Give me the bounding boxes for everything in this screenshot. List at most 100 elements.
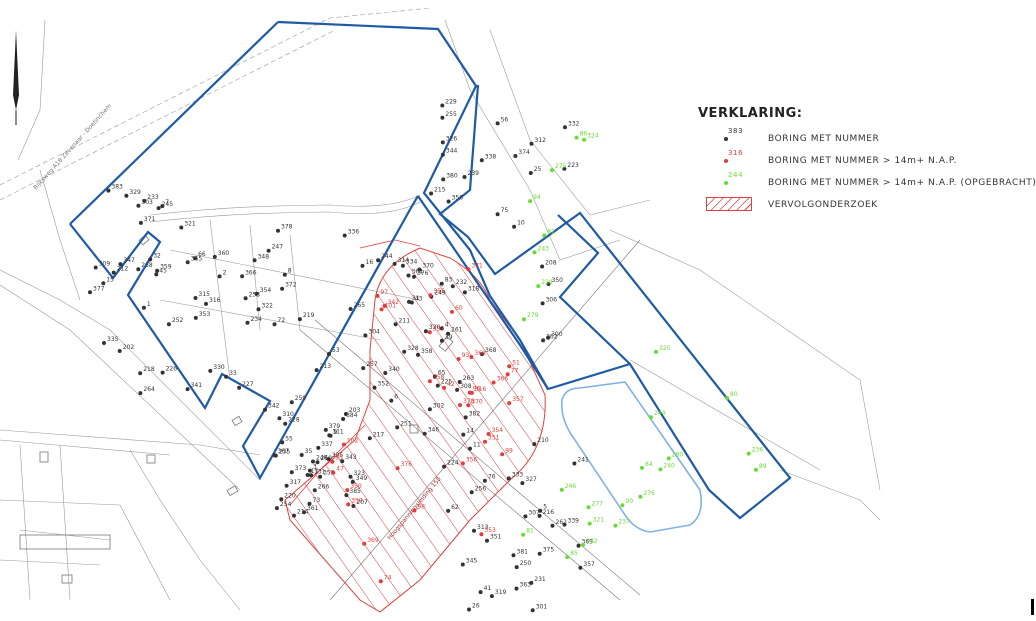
borehole-number: 42 xyxy=(447,381,455,388)
borehole-point xyxy=(532,442,537,447)
borehole-point xyxy=(500,452,505,457)
borehole-point xyxy=(383,371,388,375)
borehole-point xyxy=(185,260,190,265)
borehole-number: 73 xyxy=(313,497,321,504)
borehole-point xyxy=(124,193,129,198)
borehole-number: 89 xyxy=(759,463,767,470)
borehole-number: 313 xyxy=(477,524,489,531)
borehole-number: 215 xyxy=(434,187,446,194)
borehole-number: 84 xyxy=(645,461,653,468)
borehole-point xyxy=(341,442,346,447)
borehole-number: 362 xyxy=(546,333,558,340)
borehole-point xyxy=(204,301,208,306)
borehole-number: 314 xyxy=(398,257,410,264)
borehole-point xyxy=(327,433,332,438)
borehole-number: 250 xyxy=(520,560,532,567)
boundary-west xyxy=(277,20,792,520)
borehole-number: 90 xyxy=(625,498,633,505)
borehole-number: 260 xyxy=(321,455,333,462)
borehole-point xyxy=(427,379,432,384)
borehole-point xyxy=(284,483,289,488)
borehole-number: 280 xyxy=(672,451,684,458)
legend-label: BORING MET NUMMER > 14m+ N.A.P. xyxy=(768,156,957,166)
borehole-point xyxy=(469,490,474,495)
borehole-point xyxy=(485,538,489,543)
borehole-number: 302 xyxy=(433,402,445,409)
borehole-number: 356 xyxy=(452,195,464,202)
borehole-number: 26 xyxy=(472,603,480,610)
borehole-point xyxy=(472,528,476,533)
borehole-number: 239 xyxy=(468,170,480,177)
borehole-point xyxy=(546,282,551,286)
borehole-point xyxy=(540,264,545,269)
boundary-main xyxy=(69,195,419,481)
borehole-number: 355 xyxy=(323,470,335,477)
borehole-point xyxy=(379,307,384,312)
borehole-number: 320 xyxy=(429,324,441,331)
borehole-number: 262 xyxy=(556,519,568,526)
borehole-point xyxy=(482,478,487,483)
borehole-number: 77 xyxy=(511,367,519,374)
borehole-number: 333 xyxy=(512,471,524,478)
borehole-point xyxy=(350,479,355,484)
borehole-point xyxy=(185,387,190,392)
borehole-point xyxy=(581,542,585,547)
borehole-number: 82 xyxy=(547,228,555,235)
borehole-point xyxy=(272,322,277,327)
borehole-point xyxy=(576,543,581,548)
borehole-point xyxy=(243,296,248,301)
borehole-number: 60 xyxy=(455,305,463,312)
borehole-point xyxy=(166,322,171,327)
borehole-point xyxy=(506,476,511,481)
borehole-number: 343 xyxy=(345,454,357,461)
borehole-point xyxy=(530,608,535,613)
borehole-number: 235 xyxy=(279,449,291,456)
borehole-number: 377 xyxy=(93,285,105,292)
borehole-point xyxy=(102,341,106,345)
borehole-point xyxy=(212,254,217,259)
legend-label: BORING MET NUMMER > 14m+ N.A.P. (OPGEBRA… xyxy=(768,178,1036,188)
borehole-point xyxy=(266,248,271,253)
borehole-point xyxy=(442,385,447,390)
borehole-point xyxy=(237,385,242,390)
borehole-point xyxy=(450,309,454,314)
borehole-number: 381 xyxy=(517,548,529,555)
borehole-number: 256 xyxy=(475,485,487,492)
borehole-point xyxy=(439,281,444,286)
legend-row-vervolgonderzoek: VERVOLGONDERZOEK xyxy=(698,195,1030,217)
borehole-number: 371 xyxy=(144,216,156,223)
borehole-number: 219 xyxy=(303,312,315,319)
borehole-point xyxy=(511,553,516,558)
borehole-number: 6 xyxy=(394,394,398,401)
borehole-number: 322 xyxy=(262,302,274,309)
borehole-point xyxy=(111,270,116,275)
borehole-point xyxy=(455,387,460,392)
borehole-point xyxy=(446,199,451,204)
borehole-number: 316 xyxy=(475,386,487,393)
borehole-point xyxy=(537,551,542,556)
borehole-point xyxy=(446,508,451,513)
borehole-point xyxy=(574,135,579,140)
borehole-number: 316 xyxy=(209,297,221,304)
borehole-point xyxy=(372,385,377,390)
borehole-point xyxy=(351,504,356,508)
borehole-point xyxy=(276,228,280,233)
borehole-number: 306 xyxy=(546,296,558,303)
borehole-point xyxy=(409,300,414,305)
borehole-number: 350 xyxy=(350,483,362,490)
borehole-number: 231 xyxy=(534,576,546,583)
borehole-number: 75 xyxy=(501,207,509,214)
borehole-point xyxy=(658,467,663,472)
borehole-point xyxy=(155,268,160,273)
borehole-number: 305 xyxy=(332,452,344,459)
borehole-number: 264 xyxy=(143,386,155,393)
borehole-number: 32 xyxy=(153,252,161,259)
borehole-number: 378 xyxy=(463,398,475,405)
borehole-point xyxy=(440,140,445,145)
borehole-point xyxy=(432,374,437,379)
borehole-number: 384 xyxy=(346,412,358,419)
borehole-point xyxy=(331,470,336,475)
borehole-number: 211 xyxy=(399,317,411,324)
borehole-point xyxy=(469,390,474,395)
borehole-number: 350 xyxy=(552,277,564,284)
